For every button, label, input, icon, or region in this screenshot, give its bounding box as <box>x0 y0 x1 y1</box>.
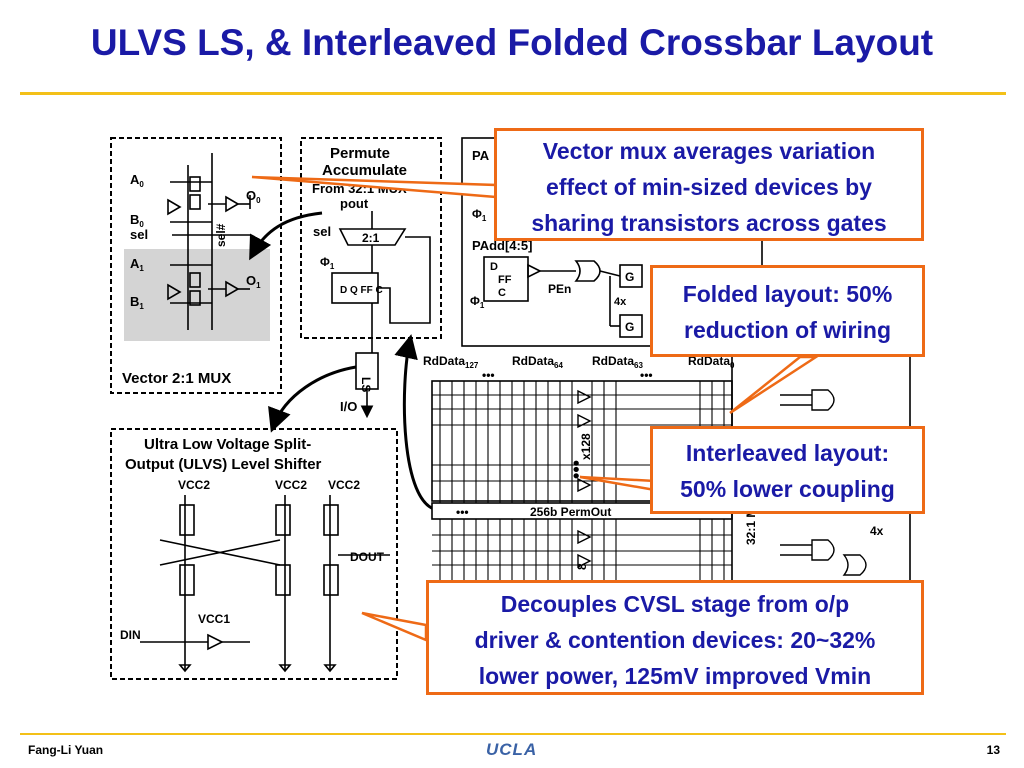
crossbar-rd127: RdData127 <box>423 354 479 370</box>
callout-folded-layout: Folded layout: 50% reduction of wiring <box>650 265 925 357</box>
callout-line: lower power, 125mV improved Vmin <box>478 663 872 689</box>
callout-interleaved-layout: Interleaved layout: 50% lower coupling <box>650 426 925 514</box>
ulvs-dout: DOUT <box>350 550 385 564</box>
crossbar-phi-bottom: Φ1 <box>470 294 485 310</box>
crossbar-rd63: RdData63 <box>592 354 643 370</box>
footer-rule <box>20 733 1006 735</box>
permute-title-line2: Accumulate <box>322 162 407 179</box>
title-underline <box>20 92 1006 95</box>
mux-title: Vector 2:1 MUX <box>122 370 231 387</box>
ulvs-title-line1: Ultra Low Voltage Split- <box>144 436 311 453</box>
callout-line: effect of min-sized devices by <box>546 174 872 200</box>
footer-author: Fang-Li Yuan <box>28 743 104 757</box>
crossbar-permout: 256b PermOut <box>530 505 611 519</box>
mux-o1-label: O1 <box>246 273 261 290</box>
callout-line: Decouples CVSL stage from o/p <box>500 591 850 617</box>
ulvs-vcc1: VCC1 <box>198 612 230 626</box>
callout-line: 50% lower coupling <box>680 476 895 502</box>
crossbar-4x-b: 4x <box>870 524 884 538</box>
permute-pout: pout <box>340 196 369 211</box>
callout-decouples-cvsl: Decouples CVSL stage from o/p driver & c… <box>426 580 924 695</box>
ulvs-vcc2-b: VCC2 <box>275 478 307 492</box>
permute-title-line1: Permute <box>330 145 390 162</box>
callout-line: driver & contention devices: 20~32% <box>474 627 876 653</box>
callout-line: sharing transistors across gates <box>531 210 887 236</box>
crossbar-ff: FF <box>498 274 512 286</box>
callout-line: reduction of wiring <box>684 317 891 343</box>
mux-selbar-label: sel# <box>214 223 228 247</box>
page-number: 13 <box>986 743 1000 757</box>
callout-line: Vector mux averages variation <box>542 138 876 164</box>
crossbar-x128: x128 <box>579 433 593 460</box>
callout-line: Interleaved layout: <box>685 440 890 466</box>
permute-ls: LS <box>359 377 373 392</box>
crossbar-g1: G <box>625 270 634 284</box>
mux-b1-label: B1 <box>130 294 144 311</box>
permute-phi: Φ1 <box>320 255 335 271</box>
permute-mux21: 2:1 <box>362 231 380 245</box>
callout-line: Folded layout: 50% <box>682 281 893 307</box>
crossbar-4x: 4x <box>614 296 627 308</box>
crossbar-vdots: ••• <box>566 460 586 479</box>
ulvs-level-shifter-block: Ultra Low Voltage Split- Output (ULVS) L… <box>110 428 398 680</box>
mux-a0-label: A0 <box>130 172 144 189</box>
ucla-logo: UCLA <box>486 740 538 759</box>
circuit-diagram: A0 B0 sel A1 B1 O0 O1 sel# Vector 2:1 MU… <box>110 137 911 680</box>
vector-mux-block: A0 B0 sel A1 B1 O0 O1 sel# Vector 2:1 MU… <box>110 137 282 394</box>
mux-b0-label: B0 <box>130 212 144 229</box>
crossbar-pen: PEn <box>548 282 571 296</box>
ulvs-title-line2: Output (ULVS) Level Shifter <box>125 456 322 473</box>
crossbar-8: 8 <box>575 563 589 570</box>
crossbar-permout-dots: ••• <box>456 505 469 519</box>
crossbar-pa: PA <box>472 148 490 163</box>
crossbar-ff-c: C <box>498 287 506 299</box>
crossbar-dots-b: ••• <box>640 368 653 382</box>
crossbar-padd: PAdd[4:5] <box>472 238 532 253</box>
crossbar-phi-top: Φ1 <box>472 207 487 223</box>
mux-o0-label: O0 <box>246 188 261 205</box>
crossbar-g2: G <box>625 320 634 334</box>
crossbar-mux32: 32:1 M <box>744 508 758 545</box>
permute-ff: D Q FF C <box>340 285 383 296</box>
crossbar-dots-a: ••• <box>482 368 495 382</box>
ulvs-vcc2-c: VCC2 <box>328 478 360 492</box>
mux-sel-label: sel <box>130 227 148 242</box>
slide-title: ULVS LS, & Interleaved Folded Crossbar L… <box>90 22 934 63</box>
mux-a1-label: A1 <box>130 256 144 273</box>
crossbar-ff-d: D <box>490 261 498 273</box>
crossbar-rd64: RdData64 <box>512 354 563 370</box>
callout-vector-mux: Vector mux averages variation effect of … <box>494 128 924 241</box>
ulvs-vcc2-a: VCC2 <box>178 478 210 492</box>
permute-io: I/O <box>340 399 357 414</box>
ulvs-din: DIN <box>120 628 141 642</box>
permute-sel: sel <box>313 224 331 239</box>
crossbar-block: PA Φ1 PAdd[4:5] D FF C Φ1 PEn 4x G G RdD… <box>423 137 911 621</box>
